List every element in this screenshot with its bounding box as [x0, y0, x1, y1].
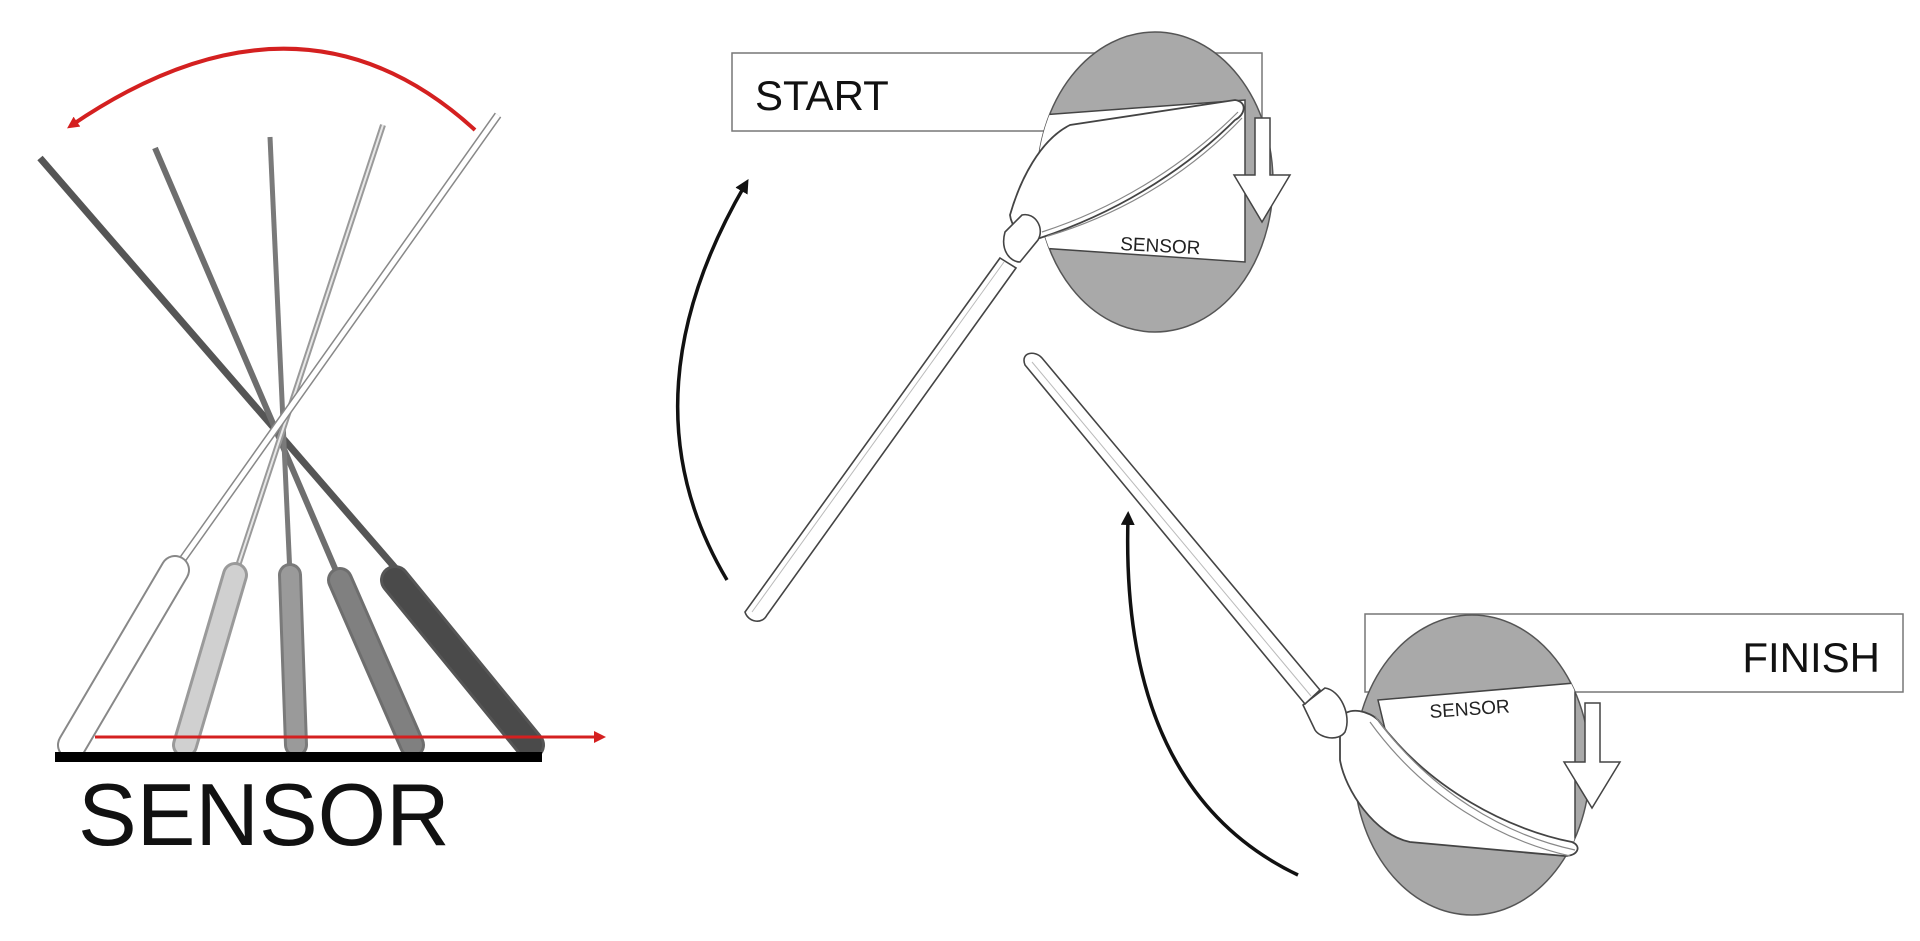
start-rotation-arrow	[675, 178, 749, 581]
start-swab-neck	[1002, 213, 1042, 263]
sweep-direction-arrow	[67, 46, 477, 132]
start-panel: START SENSOR	[675, 31, 1292, 622]
swab-stick-2	[152, 146, 425, 758]
start-sensor-label: SENSOR	[1120, 234, 1201, 259]
finish-rotation-arrow	[1120, 511, 1299, 877]
swab-stick-1	[37, 155, 545, 760]
start-label: START	[755, 72, 889, 119]
sensor-main-label: SENSOR	[78, 765, 450, 864]
finish-pressure-arrow	[1562, 702, 1622, 810]
start-pressure-arrow	[1232, 117, 1292, 224]
finish-label: FINISH	[1742, 634, 1880, 681]
start-swab-handle	[744, 256, 1018, 622]
finish-panel: FINISH SENSOR	[1023, 352, 1904, 916]
swab-stick-4	[172, 124, 386, 758]
swab-stick-3	[267, 136, 308, 757]
sensor-bar	[55, 752, 542, 762]
swab-stick-5	[57, 112, 502, 760]
sweep-panel: SENSOR	[37, 46, 606, 864]
finish-swab-neck	[1301, 687, 1348, 739]
